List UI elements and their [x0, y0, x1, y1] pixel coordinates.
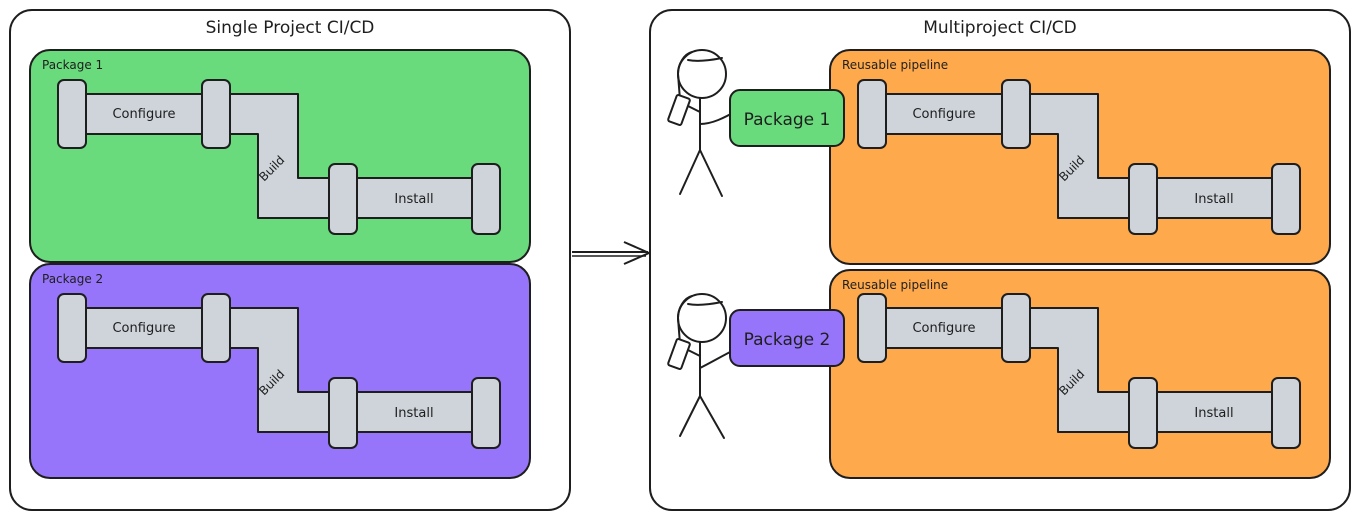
reusable-pipeline-2-label: Reusable pipeline: [842, 278, 948, 292]
transition-arrow: [572, 241, 650, 265]
configure-label: Configure: [912, 321, 975, 336]
configure-label: Configure: [112, 321, 175, 336]
install-label: Install: [1194, 406, 1233, 421]
reusable-pipeline-1: Reusable pipeline Configure Build Instal…: [829, 49, 1331, 265]
right-package-2-chip: Package 2: [729, 309, 845, 367]
right-package-1-label: Package 1: [744, 110, 831, 130]
right-panel-title: Multiproject CI/CD: [923, 18, 1077, 38]
reusable-pipeline-2: Reusable pipeline Configure Build Instal…: [829, 269, 1331, 479]
reusable-pipeline-1-label: Reusable pipeline: [842, 58, 948, 72]
developer-figure-icon: [667, 49, 739, 197]
configure-label: Configure: [912, 107, 975, 122]
right-package-2-label: Package 2: [744, 330, 831, 350]
left-package-1-label: Package 1: [42, 58, 103, 72]
pipeline: Configure Build Install: [857, 79, 1301, 235]
left-package-1: Package 1 Configure Build Install: [29, 49, 531, 263]
pipeline: Configure Build Install: [857, 293, 1301, 449]
configure-label: Configure: [112, 107, 175, 122]
install-label: Install: [394, 406, 433, 421]
install-label: Install: [1194, 192, 1233, 207]
pipeline: Configure Build Install: [57, 79, 501, 235]
developer-figure-icon: [667, 293, 735, 439]
left-panel-title: Single Project CI/CD: [206, 18, 375, 38]
right-package-1-chip: Package 1: [729, 89, 845, 147]
left-package-2-label: Package 2: [42, 272, 103, 286]
install-label: Install: [394, 192, 433, 207]
left-package-2: Package 2 Configure Build Install: [29, 263, 531, 479]
pipeline: Configure Build Install: [57, 293, 501, 449]
